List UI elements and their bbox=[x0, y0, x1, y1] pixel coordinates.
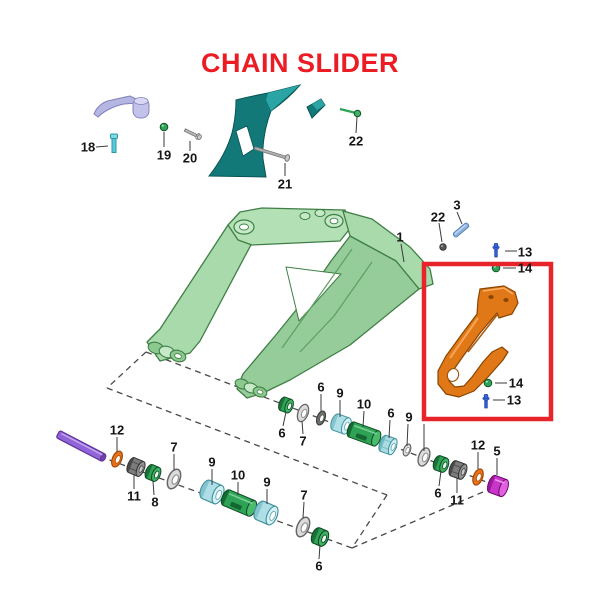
callout-part-9-lower-b: 9 bbox=[263, 474, 271, 490]
spacer-tube-part bbox=[218, 487, 260, 519]
end-cap-part bbox=[484, 473, 512, 499]
axle-shaft bbox=[56, 430, 107, 462]
callout-part-3: 3 bbox=[453, 197, 461, 213]
callout-part-9-upper-a: 9 bbox=[336, 385, 344, 401]
callout-part-7-lower-b: 7 bbox=[300, 487, 308, 503]
spacer-tube-part bbox=[344, 419, 384, 449]
guard-wedge-teal-part bbox=[306, 98, 326, 119]
callout-part-11-upper: 11 bbox=[450, 492, 464, 508]
callout-part-13-top: 13 bbox=[517, 244, 533, 260]
callout-part-7-lower-a: 7 bbox=[170, 439, 178, 455]
callout-part-14-box: 14 bbox=[508, 375, 524, 391]
callout-part-1: 1 bbox=[396, 229, 404, 245]
washer-part bbox=[294, 402, 312, 424]
dark-ring-part bbox=[314, 409, 328, 427]
right-dropout bbox=[234, 378, 268, 398]
ball-stud-part-19 bbox=[159, 122, 169, 132]
chain-slider-part bbox=[437, 285, 519, 398]
roller-pin-part-3 bbox=[452, 222, 470, 238]
callout-part-22-mid: 22 bbox=[430, 209, 446, 225]
callout-part-11-lower: 11 bbox=[127, 488, 141, 504]
bolt-part-13-top bbox=[492, 243, 500, 258]
axle-hardware-lower-chain bbox=[56, 430, 332, 549]
callout-part-9-lower-a: 9 bbox=[208, 454, 216, 470]
callout-part-12-lower: 12 bbox=[109, 422, 125, 438]
callout-part-22-top: 22 bbox=[348, 133, 364, 149]
callout-part-6-upper-b: 6 bbox=[317, 379, 325, 395]
bolt-part-13-box bbox=[482, 394, 490, 409]
callout-part-10-upper: 10 bbox=[356, 396, 372, 412]
screw-part-22-top bbox=[339, 107, 362, 118]
callout-part-9-upper-b: 9 bbox=[405, 409, 413, 425]
callout-leader-lines bbox=[95, 116, 517, 560]
screw-part-20 bbox=[183, 128, 202, 140]
green-bushing-part bbox=[430, 453, 452, 475]
orange-washer-part bbox=[470, 466, 486, 488]
callout-part-6-upper-a: 6 bbox=[278, 425, 286, 441]
upper-guide-lavender-part bbox=[93, 95, 150, 119]
washer-part bbox=[163, 466, 185, 492]
nut-part-14-box bbox=[483, 378, 493, 388]
callout-part-21: 21 bbox=[277, 176, 293, 192]
callout-part-14-top: 14 bbox=[517, 260, 533, 276]
orange-washer-part bbox=[108, 448, 126, 470]
callout-part-12-upper: 12 bbox=[470, 437, 486, 453]
highlight-box bbox=[421, 261, 554, 422]
hex-nut-part bbox=[124, 455, 148, 479]
callout-part-6-lower: 6 bbox=[315, 558, 323, 574]
callout-part-19: 19 bbox=[156, 147, 172, 163]
callout-part-5: 5 bbox=[493, 443, 501, 459]
callout-part-18: 18 bbox=[80, 139, 96, 155]
bolt-part-21 bbox=[253, 146, 291, 162]
left-dropout bbox=[147, 341, 187, 363]
washer-part bbox=[292, 514, 314, 540]
rivet-pin-part-18 bbox=[110, 133, 118, 153]
swingarm-part bbox=[146, 207, 434, 399]
green-bushing-part bbox=[308, 525, 332, 549]
callout-part-7-upper-a: 7 bbox=[299, 433, 307, 449]
callout-part-6-upper-d: 6 bbox=[434, 485, 442, 501]
callout-part-20: 20 bbox=[182, 150, 198, 166]
green-bushing-part bbox=[142, 462, 164, 484]
page-title: CHAIN SLIDER bbox=[200, 48, 399, 78]
callout-part-8: 8 bbox=[151, 494, 159, 510]
callout-part-13-box: 13 bbox=[506, 392, 522, 408]
hex-nut-part bbox=[446, 459, 470, 481]
green-bushing-part bbox=[276, 395, 296, 415]
callout-part-6-upper-c: 6 bbox=[387, 405, 395, 421]
callout-part-10-lower: 10 bbox=[230, 467, 246, 483]
screw-part-22-mid bbox=[439, 243, 447, 251]
chain-guard-teal-part bbox=[207, 84, 302, 178]
